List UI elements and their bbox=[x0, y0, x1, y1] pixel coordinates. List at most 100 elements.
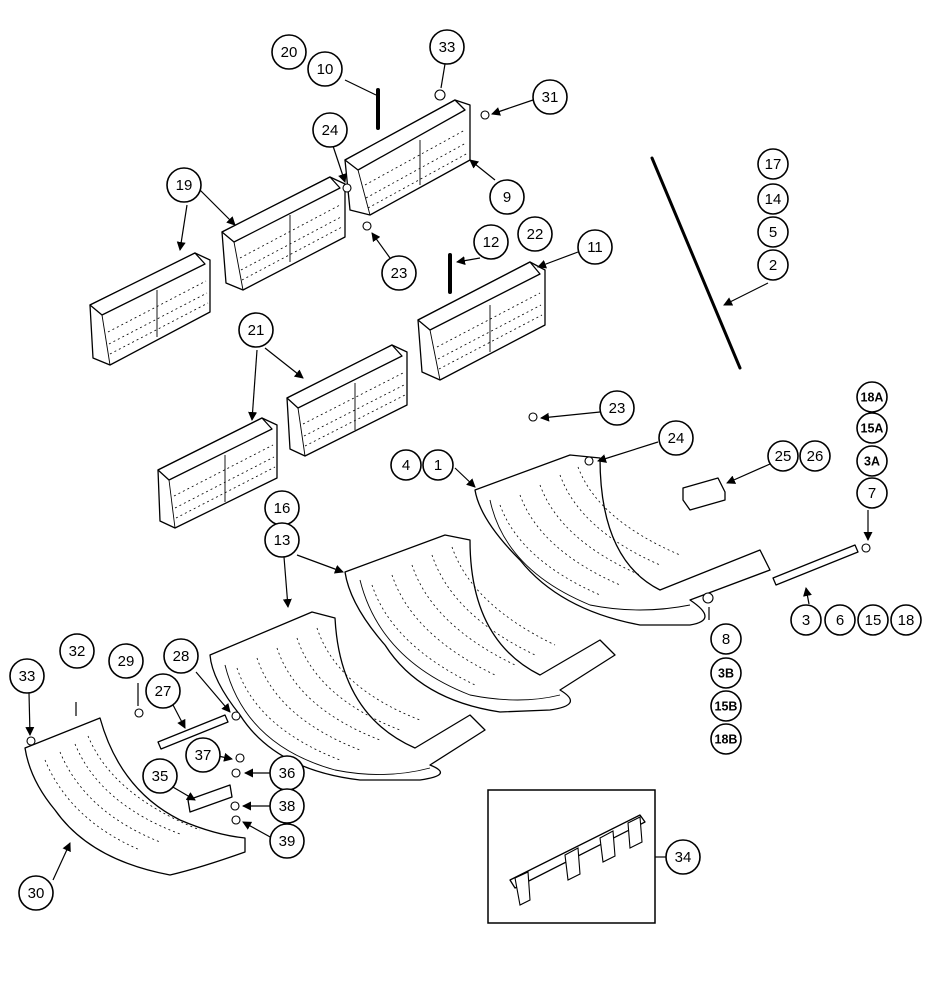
callout-15: 15 bbox=[857, 604, 889, 636]
callout-label: 34 bbox=[675, 849, 692, 866]
callout-8: 8 bbox=[710, 623, 742, 655]
grate-section-19-upper bbox=[221, 176, 346, 291]
callout-35: 35 bbox=[142, 758, 178, 794]
callout-label: 25 bbox=[775, 448, 792, 465]
callout-5: 5 bbox=[757, 216, 789, 248]
callout-6: 6 bbox=[824, 604, 856, 636]
callout-label: 33 bbox=[439, 39, 456, 56]
callout-10: 10 bbox=[307, 51, 343, 87]
callout-label: 13 bbox=[274, 532, 291, 549]
callout-31: 31 bbox=[532, 79, 568, 115]
callout-label: 38 bbox=[279, 798, 296, 815]
callout-label: 23 bbox=[609, 400, 626, 417]
callout-2: 2 bbox=[757, 249, 789, 281]
callout-26: 26 bbox=[799, 440, 831, 472]
callout-label: 35 bbox=[152, 768, 169, 785]
callout-label: 8 bbox=[722, 631, 730, 648]
callout-16: 16 bbox=[264, 490, 300, 526]
callout-28: 28 bbox=[163, 638, 199, 674]
plate-35 bbox=[187, 784, 233, 813]
callout-label: 14 bbox=[765, 191, 782, 208]
callout-label: 3B bbox=[718, 667, 734, 681]
callout-label: 16 bbox=[274, 500, 291, 517]
grate-section-9 bbox=[344, 99, 471, 216]
callout-label: 11 bbox=[587, 239, 603, 256]
callout-label: 37 bbox=[195, 747, 212, 764]
callout-18: 18 bbox=[890, 604, 922, 636]
callout-label: 7 bbox=[868, 485, 876, 502]
callout-label: 1 bbox=[434, 457, 442, 474]
callout-11: 11 bbox=[577, 229, 613, 265]
callout-21: 21 bbox=[238, 312, 274, 348]
concave-section-1 bbox=[474, 454, 771, 626]
leader-lines bbox=[25, 63, 873, 881]
callout-33: 33 bbox=[9, 658, 45, 694]
callout-18B: 18B bbox=[710, 723, 742, 755]
callout-25: 25 bbox=[767, 440, 799, 472]
callout-3: 3 bbox=[790, 604, 822, 636]
callout-label: 20 bbox=[281, 44, 298, 61]
callout-label: 23 bbox=[391, 265, 408, 282]
callout-7: 7 bbox=[856, 477, 888, 509]
concave-section-2 bbox=[344, 534, 616, 713]
callout-label: 32 bbox=[69, 643, 86, 660]
callout-label: 2 bbox=[769, 257, 777, 274]
callout-3B: 3B bbox=[710, 657, 742, 689]
inset-box-34 bbox=[487, 789, 656, 924]
callout-9: 9 bbox=[489, 179, 525, 215]
callout-39: 39 bbox=[269, 823, 305, 859]
callout-37: 37 bbox=[185, 737, 221, 773]
strap-27 bbox=[157, 714, 229, 750]
callout-29: 29 bbox=[108, 643, 144, 679]
callout-label: 4 bbox=[402, 457, 410, 474]
callout-label: 28 bbox=[173, 648, 190, 665]
callout-19: 19 bbox=[166, 167, 202, 203]
callout-label: 30 bbox=[28, 885, 45, 902]
callout-label: 29 bbox=[118, 653, 135, 670]
callout-24: 24 bbox=[658, 420, 694, 456]
callout-30: 30 bbox=[18, 875, 54, 911]
callout-label: 17 bbox=[765, 156, 782, 173]
wear-bar-3 bbox=[772, 544, 859, 586]
callout-label: 10 bbox=[317, 61, 334, 78]
callout-36: 36 bbox=[269, 755, 305, 791]
callout-22: 22 bbox=[517, 216, 553, 252]
callout-label: 21 bbox=[248, 322, 265, 339]
callout-label: 31 bbox=[542, 89, 559, 106]
callout-label: 26 bbox=[807, 448, 824, 465]
callout-label: 9 bbox=[503, 189, 511, 206]
grate-section-21-upper bbox=[286, 344, 408, 457]
callout-label: 33 bbox=[19, 668, 36, 685]
callout-label: 3A bbox=[864, 455, 880, 469]
callout-13: 13 bbox=[264, 522, 300, 558]
hardware bbox=[26, 89, 871, 825]
callout-32: 32 bbox=[59, 633, 95, 669]
callout-label: 15 bbox=[865, 612, 882, 629]
callout-label: 5 bbox=[769, 224, 777, 241]
callout-15B: 15B bbox=[710, 690, 742, 722]
callout-1: 1 bbox=[422, 449, 454, 481]
grate-section-11 bbox=[417, 261, 546, 381]
callout-label: 15B bbox=[715, 700, 738, 714]
callout-label: 6 bbox=[836, 612, 844, 629]
callout-23: 23 bbox=[599, 390, 635, 426]
callout-label: 18B bbox=[715, 733, 738, 747]
callout-27: 27 bbox=[145, 673, 181, 709]
callout-label: 22 bbox=[527, 226, 544, 243]
concave-end-plate-30 bbox=[24, 717, 246, 876]
callout-label: 24 bbox=[322, 122, 339, 139]
callout-label: 15A bbox=[861, 422, 884, 436]
callout-24: 24 bbox=[312, 112, 348, 148]
callout-4: 4 bbox=[390, 449, 422, 481]
callout-label: 39 bbox=[279, 833, 296, 850]
callout-label: 27 bbox=[155, 683, 172, 700]
callout-label: 19 bbox=[176, 177, 193, 194]
cover-bracket-25 bbox=[682, 477, 726, 511]
callout-label: 18 bbox=[898, 612, 915, 629]
callout-20: 20 bbox=[271, 34, 307, 70]
callout-label: 18A bbox=[861, 391, 884, 405]
callout-label: 36 bbox=[279, 765, 296, 782]
callout-34: 34 bbox=[665, 839, 701, 875]
